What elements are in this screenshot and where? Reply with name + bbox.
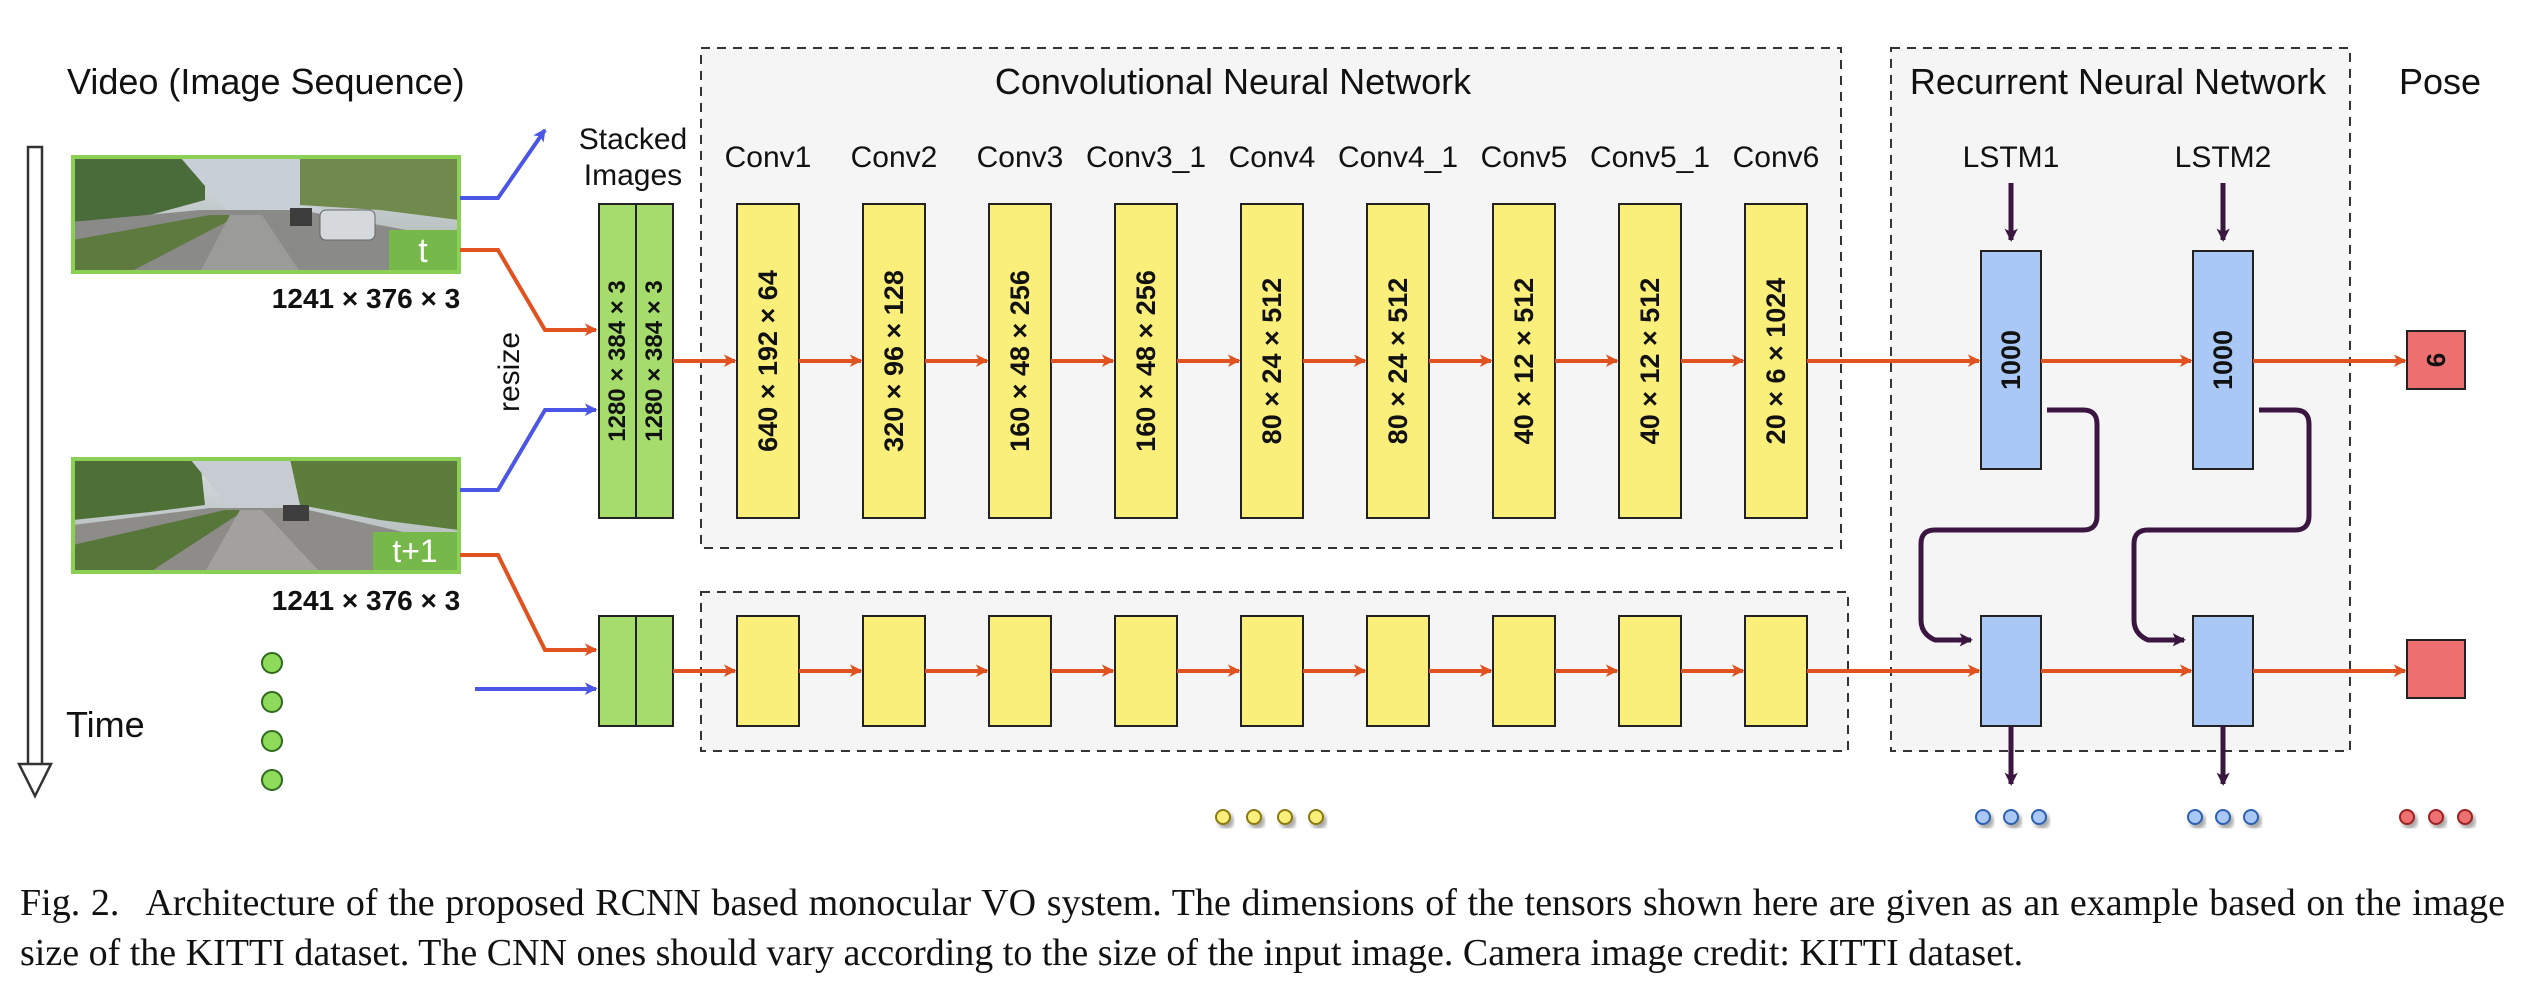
conv-layer-box [1240,203,1304,519]
conv-layer-box [736,203,800,519]
conv-continuation-dot [1308,809,1324,825]
continuation-dots [1215,809,2473,825]
conv-layers: Conv1 640 × 192 × 64 Conv2 320 × 96 × 128 Co… [725,141,1820,519]
cnn-title: Convolutional Neural Network [995,61,1472,102]
time-label: Time [66,704,145,745]
rnn-title: Recurrent Neural Network [1910,61,2327,102]
stacked-images [598,203,674,519]
frame-t1 [71,457,461,574]
figure-caption: Fig. 2.Architecture of the proposed RCNN… [20,878,2505,978]
caption-prefix: Fig. 2. [20,882,120,924]
lstm1-continuation-dot [1975,809,1991,825]
conv-layer-box [1744,203,1808,519]
lstm2-continuation-dot [2243,809,2259,825]
conv-continuation-dot [1246,809,1262,825]
conv-layer-name: Conv5_1 [1590,141,1710,174]
conv-layer-dims: 160 × 48 × 256 [1005,270,1035,452]
caption-text: Architecture of the proposed RCNN based … [20,882,2505,974]
conv-layer-box [1492,203,1556,519]
flow-arrows [673,354,2407,677]
lstm2-continuation-dot [2215,809,2231,825]
lstm1-continuation-dot [2003,809,2019,825]
pose-continuation-dot [2399,809,2415,825]
conv-layer-box-lower [1618,615,1682,727]
sequence-dots [261,652,283,791]
stacked-images-lower [598,615,674,727]
conv-layer-dims: 80 × 24 × 512 [1383,278,1413,445]
conv-layer-name: Conv4 [1229,141,1316,174]
conv-layer-dims: 40 × 12 × 512 [1509,278,1539,445]
frame-t1-label: t+1 [392,533,437,569]
conv-layer-dims: 80 × 24 × 512 [1257,278,1287,445]
lstm-box [2192,250,2254,470]
conv-layer-dims: 20 × 6 × 1024 [1761,278,1791,445]
lstm-box-lower [2192,615,2254,727]
arrow-t-up [460,128,547,200]
pose-title: Pose [2399,61,2481,102]
conv-layer-name: Conv6 [1733,141,1820,174]
recurrent-arrow-lstm1 [1918,407,2100,647]
lstm-name: LSTM2 [2175,141,2272,174]
lstm-name: LSTM1 [1963,141,2060,174]
time-axis-head [16,762,54,799]
conv-layer-dims: 40 × 12 × 512 [1635,278,1665,445]
conv-layer-name: Conv5 [1481,141,1568,174]
rnn-panel [1890,47,2351,752]
stacked-dims-2: 1280 × 384 × 3 [641,280,668,441]
lstm-dims: 1000 [1996,330,2026,390]
arrow-t1-down [460,553,598,656]
conv-layer-box-lower [1744,615,1808,727]
pose-continuation-dot [2457,809,2473,825]
conv-layer-box-lower [1240,615,1304,727]
pose-dims: 6 [2421,353,2451,367]
conv-layer-box-lower [1366,615,1430,727]
conv-layer-box [988,203,1052,519]
conv-layer-box-lower [862,615,926,727]
conv-layer-box-lower [988,615,1052,727]
frame-t-size: 1241 × 376 × 3 [272,283,460,314]
conv-layer-name: Conv3 [977,141,1064,174]
conv-layer-name: Conv2 [851,141,938,174]
lstm-layers: LSTM1 1000 LSTM2 1000 [1963,141,2272,786]
resize-label: resize [493,332,526,412]
conv-layer-box-lower [736,615,800,727]
conv-layer-box [862,203,926,519]
lstm-box-lower [1980,615,2042,727]
conv-layer-name: Conv1 [725,141,812,174]
stacked-title-line2: Images [584,159,682,192]
conv-layer-box-lower [1492,615,1556,727]
recurrent-arrow-lstm2 [2131,407,2312,647]
conv-layer-box-lower [1114,615,1178,727]
pose-output [2406,330,2466,390]
conv-layer-box [1114,203,1178,519]
conv-continuation-dot [1277,809,1293,825]
conv-continuation-dot [1215,809,1231,825]
conv-layers-lower [736,615,1808,727]
conv-layer-dims: 160 × 48 × 256 [1131,270,1161,452]
frame-t [71,155,461,274]
time-axis-bar [26,145,44,769]
conv-layer-name: Conv4_1 [1338,141,1458,174]
pose-continuation-dot [2428,809,2444,825]
stacked-title-line1: Stacked [579,123,687,156]
lstm-dims: 1000 [2208,330,2238,390]
frame-t1-size: 1241 × 376 × 3 [272,585,460,616]
stacked-dims-1: 1280 × 384 × 3 [604,280,631,441]
pose-output-lower [2406,639,2466,699]
lstm2-continuation-dot [2187,809,2203,825]
conv-layer-dims: 320 × 96 × 128 [879,270,909,452]
conv-layer-dims: 640 × 192 × 64 [753,270,783,452]
frame-t-label: t [418,232,428,270]
arrow-t-to-stack [460,248,598,336]
conv-layer-name: Conv3_1 [1086,141,1206,174]
lstm1-continuation-dot [2031,809,2047,825]
conv-layer-box [1366,203,1430,519]
input-title: Video (Image Sequence) [67,61,465,102]
arrow-t1-to-stack [460,403,598,492]
conv-layer-box [1618,203,1682,519]
